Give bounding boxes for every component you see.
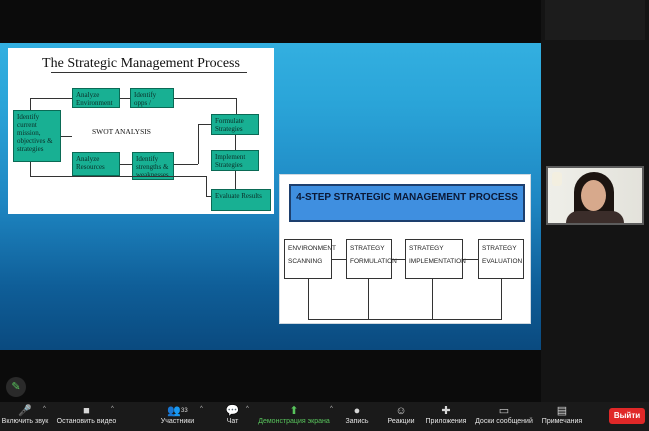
apps-label: Приложения: [425, 418, 467, 425]
box-evaluate: Evaluate Results: [211, 189, 271, 211]
annotate-pen-icon[interactable]: ✎: [6, 377, 26, 397]
participants-icon: 👥33: [167, 405, 188, 417]
camera-icon: ■: [83, 405, 90, 417]
connector: [198, 124, 211, 125]
swot-label: SWOT ANALYSIS: [92, 127, 151, 136]
connector: [30, 98, 72, 99]
step-strategy-formulation: Strategy Formulation: [346, 239, 397, 279]
participant-video[interactable]: [546, 166, 644, 225]
share-chevron-icon[interactable]: ^: [330, 406, 333, 412]
box-analyze-environment: Analyze Environment: [72, 88, 120, 108]
connector: [174, 164, 198, 165]
slide-strategic-process: The Strategic Management Process Identif…: [8, 48, 274, 214]
apps-button[interactable]: ✚ Приложения: [425, 402, 467, 431]
whiteboards-label: Доски сообщений: [475, 418, 533, 425]
feedback-line: [368, 279, 369, 319]
reactions-icon: ☺: [395, 405, 407, 417]
connector: [61, 136, 72, 137]
slide-banner-title: 4-STEP STRATEGIC MANAGEMENT PROCESS: [289, 184, 525, 222]
unmute-label: Включить звук: [1, 418, 49, 425]
step-strategy-implementation: Strategy Implementation: [405, 239, 466, 279]
whiteboard-icon: ▭: [498, 405, 510, 417]
connector: [235, 135, 236, 150]
participants-button[interactable]: 👥33 Участники: [155, 402, 200, 431]
share-screen-button[interactable]: ⬆ Демонстрация экрана: [258, 402, 330, 431]
connector: [120, 164, 132, 165]
participants-count: 33: [181, 408, 188, 414]
reactions-button[interactable]: ☺ Реакции: [385, 402, 417, 431]
chat-icon: 💬: [225, 405, 240, 417]
notes-label: Примечания: [541, 418, 583, 425]
record-button[interactable]: ● Запись: [342, 402, 372, 431]
participant-face: [581, 180, 606, 211]
connector: [235, 171, 236, 189]
step-environment-scanning: Environment Scanning: [284, 239, 336, 279]
meeting-toolbar: 🎤 Включить звук ^ ■ Остановить видео ^ 👥…: [0, 402, 649, 431]
participants-chevron-icon[interactable]: ^: [200, 406, 203, 412]
step-strategy-evaluation: Strategy Evaluation: [478, 239, 524, 279]
feedback-line: [432, 279, 433, 319]
record-label: Запись: [345, 418, 369, 425]
view-options-area: [545, 0, 645, 40]
connector: [206, 196, 211, 197]
arrow-right: [463, 259, 478, 260]
unmute-button[interactable]: 🎤 Включить звук: [0, 402, 50, 431]
feedback-line: [308, 319, 502, 320]
box-identify-strengths: Identify strengths & weaknesses: [132, 152, 174, 180]
connector: [30, 98, 31, 110]
arrow-right: [332, 259, 346, 260]
slide-four-step-process: 4-STEP STRATEGIC MANAGEMENT PROCESS Envi…: [279, 174, 531, 324]
feedback-line: [501, 279, 502, 319]
title-underline: [51, 72, 247, 73]
chat-button[interactable]: 💬 Чат: [220, 402, 245, 431]
mic-muted-icon: 🎤: [18, 405, 32, 417]
connector: [30, 162, 31, 176]
share-screen-label: Демонстрация экрана: [258, 418, 330, 425]
connector: [206, 176, 207, 196]
participants-label: Участники: [160, 418, 195, 425]
feedback-line: [308, 279, 309, 319]
shared-screen: The Strategic Management Process Identif…: [0, 0, 541, 350]
video-options-chevron-icon[interactable]: ^: [111, 406, 114, 412]
notes-button[interactable]: ▤ Примечания: [540, 402, 584, 431]
background-lamp: [552, 172, 562, 186]
share-top-bar: [0, 0, 541, 43]
stop-video-label: Остановить видео: [56, 418, 117, 425]
participant-body: [566, 211, 624, 223]
whiteboards-button[interactable]: ▭ Доски сообщений: [475, 402, 533, 431]
share-screen-icon: ⬆: [289, 405, 299, 417]
box-identify-opps: Identify opps / threats: [130, 88, 174, 108]
box-implement: Implement Strategies: [211, 150, 259, 171]
audio-options-chevron-icon[interactable]: ^: [43, 406, 46, 412]
arrow-right: [392, 259, 405, 260]
box-analyze-resources: Analyze Resources: [72, 152, 120, 176]
box-formulate: Formulate Strategies: [211, 114, 259, 135]
chat-label: Чат: [226, 418, 239, 425]
connector: [174, 98, 236, 99]
notes-icon: ▤: [556, 405, 568, 417]
connector: [30, 176, 206, 177]
stop-video-button[interactable]: ■ Остановить видео: [55, 402, 118, 431]
connector: [120, 98, 130, 99]
apps-icon: ✚: [441, 405, 451, 417]
box-identify-mission: Identify current mission, objectives & s…: [13, 110, 61, 162]
chat-chevron-icon[interactable]: ^: [246, 406, 249, 412]
reactions-label: Реакции: [387, 418, 415, 425]
leave-button[interactable]: Выйти: [609, 408, 645, 424]
connector: [198, 124, 199, 164]
record-icon: ●: [353, 405, 361, 417]
connector: [236, 98, 237, 114]
slide-title: The Strategic Management Process: [42, 56, 240, 71]
